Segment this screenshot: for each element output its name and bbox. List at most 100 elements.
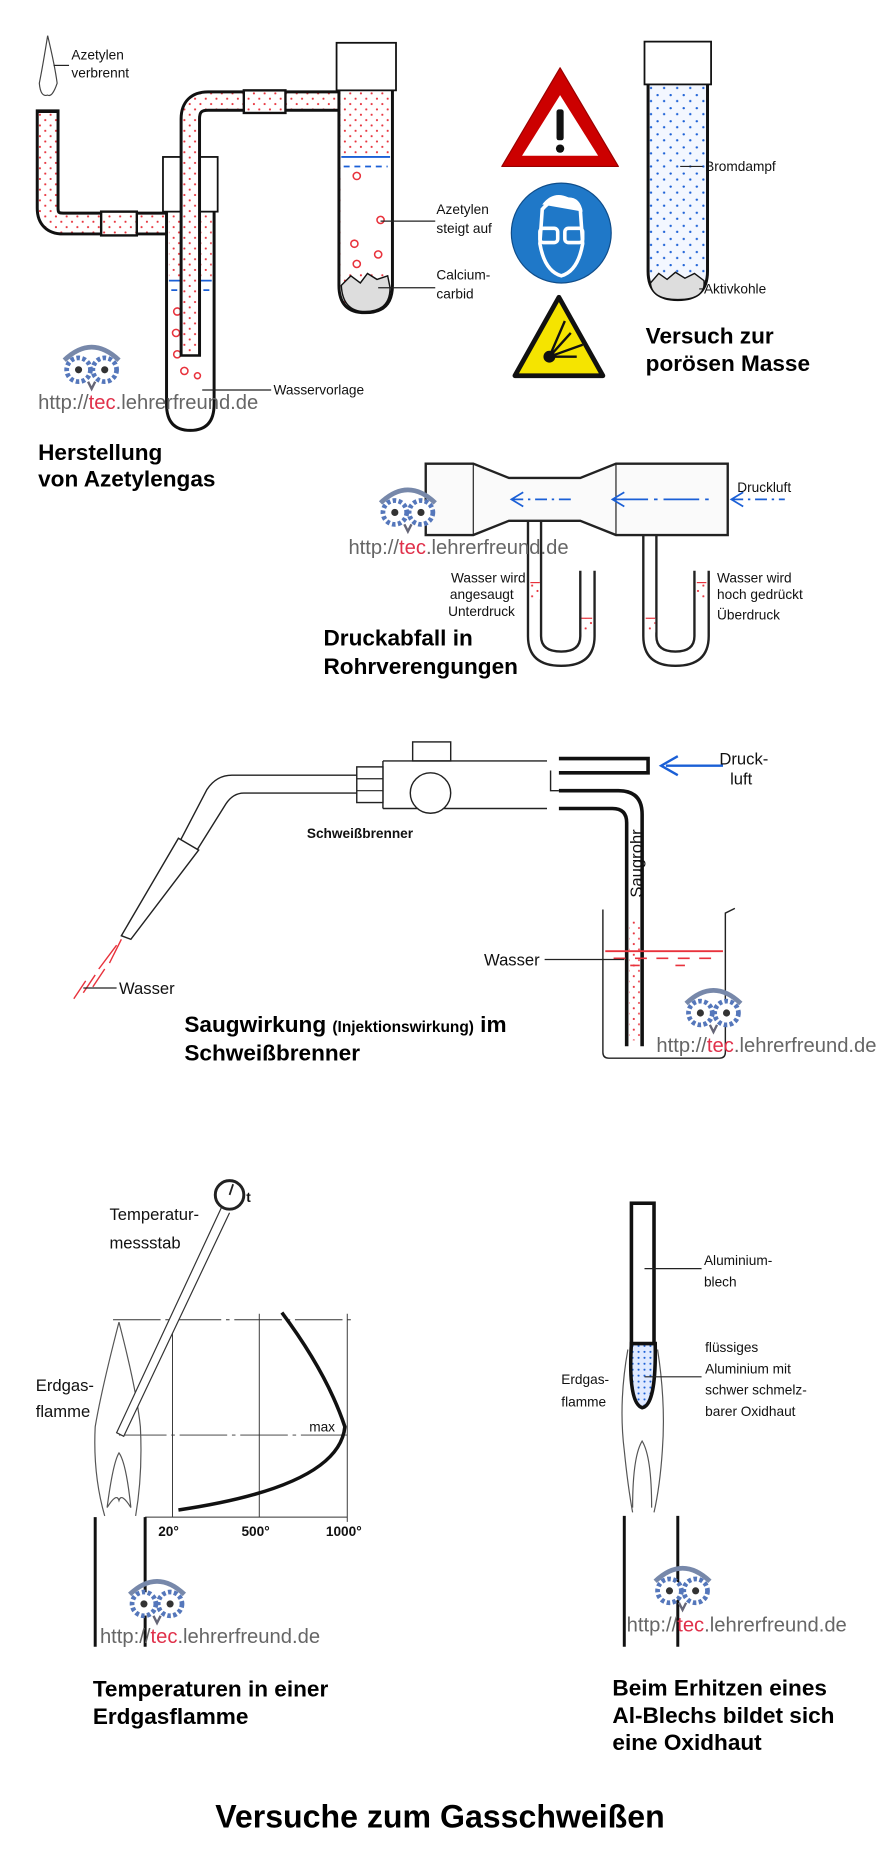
calcium-carbide-lumps — [340, 272, 391, 313]
suction-tube — [558, 788, 644, 1047]
stopper — [643, 40, 712, 86]
watermark: http://tec.lehrerfreund.de — [348, 490, 569, 559]
acetylene-flame — [38, 35, 58, 97]
u-tube-right — [642, 535, 710, 668]
label-compressed-air: Druckluft — [737, 480, 791, 495]
label-underpressure: Unterdruck — [448, 604, 515, 619]
watermark: http://tec.lehrerfreund.de — [627, 1568, 847, 1636]
title-flame-temperatures-2: Erdgasflamme — [93, 1704, 249, 1729]
tick-label-1000: 1000° — [326, 1524, 362, 1539]
svg-text:http://tec.lehrerfreund.de: http://tec.lehrerfreund.de — [627, 1614, 847, 1636]
burner-tube — [35, 109, 179, 236]
temperature-grid — [113, 1313, 351, 1522]
label-water-pushed: Wasser wird — [717, 571, 792, 586]
stopper — [335, 41, 397, 92]
tick-label-500: 500° — [241, 1524, 269, 1539]
title-suction-effect-2: Schweißbrenner — [184, 1041, 360, 1066]
water-spray — [73, 938, 122, 1000]
label-gas-flame-2: flamme — [36, 1402, 91, 1421]
label-aluminium-sheet: Aluminium- — [704, 1253, 772, 1268]
porous-mass-setup: Bromdampf Aktivkohle Versuch zur porösen… — [643, 40, 810, 376]
label-suction-tube: Saugrohr — [627, 829, 646, 898]
label-gauge-t: t — [246, 1190, 251, 1205]
temperature-probe — [115, 1179, 246, 1438]
label-temperature-probe-2: messstab — [109, 1233, 180, 1252]
label-liquid-aluminium: flüssiges — [705, 1340, 758, 1355]
label-gas-flame-2: flamme — [561, 1395, 606, 1410]
svg-text:http://tec.lehrerfreund.de: http://tec.lehrerfreund.de — [348, 537, 568, 559]
svg-text:http://tec.lehrerfreund.de: http://tec.lehrerfreund.de — [38, 392, 258, 414]
air-inlet-pipe — [558, 756, 650, 775]
hose-connector — [242, 89, 287, 115]
title-flame-temperatures: Temperaturen in einer — [93, 1677, 329, 1702]
torch-neck — [177, 774, 357, 852]
title-acetylene-production: Herstellung — [38, 440, 162, 465]
acetylene-production-setup: Azetylen verbrennt Azetylen steigt auf C… — [35, 35, 492, 491]
title-acetylene-production-2: von Azetylengas — [38, 466, 215, 491]
flame-temperature-setup: t Temperatur- messstab Erdgas- flamme ma… — [36, 1179, 362, 1729]
label-liquid-aluminium-3: schwer schmelz- — [705, 1383, 807, 1398]
label-acetylene-rises-2: steigt auf — [436, 221, 492, 236]
label-gas-flame: Erdgas- — [561, 1372, 609, 1387]
label-welding-torch: Schweißbrenner — [307, 826, 414, 841]
label-bromine-vapor: Bromdampf — [705, 159, 776, 174]
watermark: http://tec.lehrerfreund.de — [100, 1581, 320, 1648]
eye-protection-icon — [510, 182, 612, 284]
safety-signs — [501, 67, 619, 379]
title-oxide-skin: Beim Erhitzen eines — [612, 1675, 827, 1700]
title-oxide-skin-3: eine Oxidhaut — [612, 1730, 762, 1755]
label-liquid-aluminium-4: barer Oxidhaut — [705, 1404, 796, 1419]
label-compressed-air-2: luft — [730, 770, 753, 789]
gas-bubbles — [171, 307, 202, 380]
label-liquid-aluminium-2: Aluminium mit — [705, 1361, 791, 1376]
test-tube-bromine — [646, 53, 710, 302]
activated-charcoal — [649, 271, 705, 301]
beaker — [602, 907, 736, 1059]
label-acetylene-burns-2: verbrennt — [71, 65, 129, 80]
label-water-trap: Wasservorlage — [274, 383, 365, 398]
title-porous-mass-2: porösen Masse — [646, 351, 810, 376]
air-flow-arrows — [509, 491, 785, 508]
label-water-pushed-2: hoch gedrückt — [717, 587, 803, 602]
label-activated-charcoal: Aktivkohle — [704, 282, 766, 297]
label-water-sucked: Wasser wird — [451, 571, 526, 586]
label-overpressure: Überdruck — [717, 607, 780, 622]
label-aluminium-sheet-2: blech — [704, 1274, 737, 1289]
hose-connector — [99, 210, 139, 237]
torch-body — [382, 760, 548, 810]
label-spray-water: Wasser — [119, 979, 175, 998]
title-porous-mass: Versuch zur — [646, 324, 774, 349]
liquid-aluminium-drop — [628, 1341, 658, 1410]
explosive-hazard-icon — [512, 294, 606, 379]
title-pressure-drop-2: Rohrverengungen — [323, 654, 517, 679]
title-oxide-skin-2: Al-Blechs bildet sich — [612, 1703, 834, 1728]
label-temperature-probe: Temperatur- — [109, 1205, 199, 1224]
label-compressed-air: Druck- — [719, 750, 768, 769]
svg-text:http://tec.lehrerfreund.de: http://tec.lehrerfreund.de — [656, 1035, 876, 1057]
temperature-curve — [178, 1311, 347, 1512]
compressed-air-arrow — [658, 755, 723, 777]
label-calcium-carbide: Calcium- — [436, 267, 490, 282]
watermark: http://tec.lehrerfreund.de — [38, 347, 258, 414]
label-acetylene-burns: Azetylen — [71, 47, 123, 62]
label-beaker-water: Wasser — [484, 950, 540, 969]
torch-nozzle — [120, 837, 200, 941]
label-max: max — [309, 1420, 335, 1435]
label-gas-flame: Erdgas- — [36, 1376, 94, 1395]
gas-flame — [94, 1321, 142, 1517]
welding-torch-suction-setup: Druck- luft Schweißbrenner Saugrohr Wass… — [73, 741, 877, 1066]
tick-label-20: 20° — [158, 1524, 179, 1539]
aluminium-oxide-setup: Aluminium- blech flüssiges Aluminium mit… — [561, 1201, 847, 1755]
label-calcium-carbide-2: carbid — [436, 286, 473, 301]
warning-triangle-icon — [501, 67, 619, 168]
title-pressure-drop: Druckabfall in — [323, 626, 472, 651]
svg-text:http://tec.lehrerfreund.de: http://tec.lehrerfreund.de — [100, 1626, 320, 1648]
watermark: http://tec.lehrerfreund.de — [656, 990, 877, 1057]
u-tube-left — [526, 520, 596, 668]
burner-tube — [622, 1515, 680, 1647]
label-acetylene-rises: Azetylen — [436, 202, 488, 217]
pressure-drop-setup: Druckluft Wasser wird angesaugt Unterdru… — [323, 462, 803, 679]
label-water-sucked-2: angesaugt — [450, 587, 514, 602]
page-title: Versuche zum Gasschweißen — [215, 1798, 665, 1834]
title-suction-effect: Saugwirkung (Injektionswirkung) im — [184, 1012, 506, 1037]
